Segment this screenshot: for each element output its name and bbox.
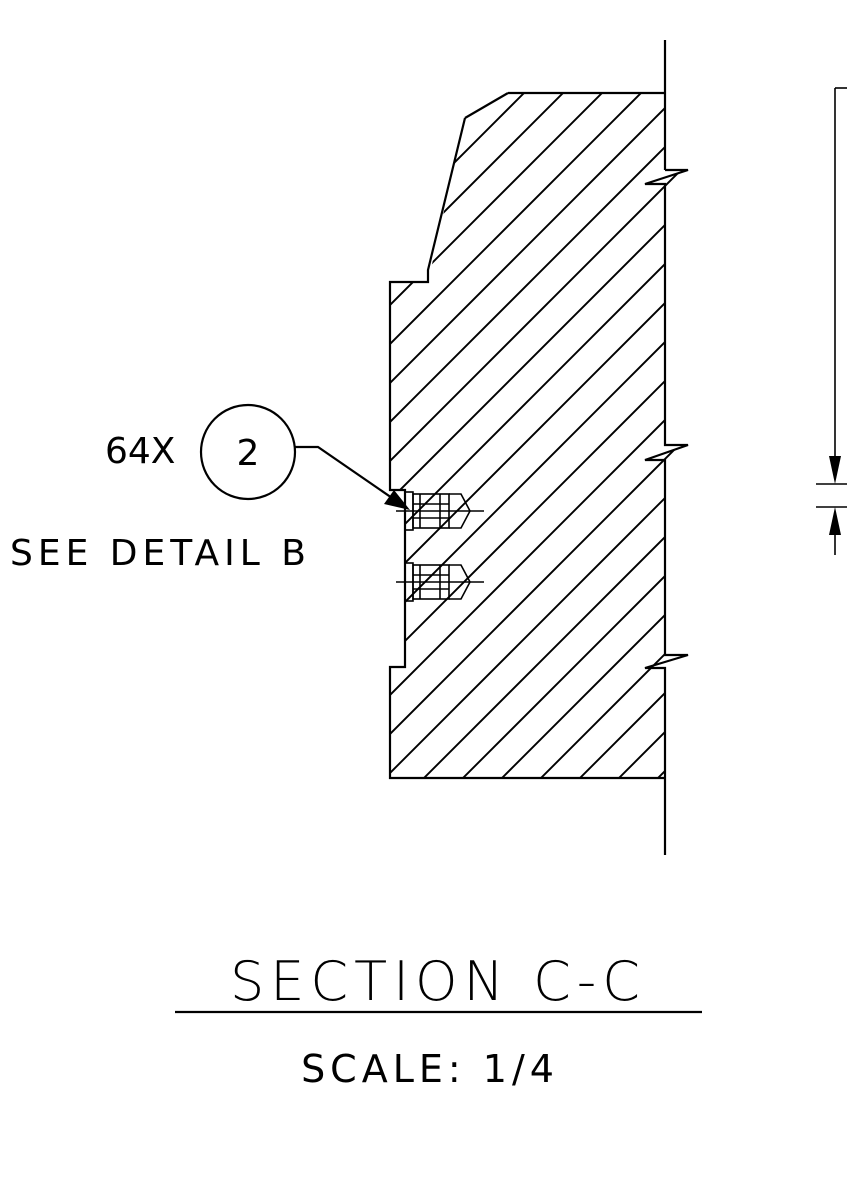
hatch-line: [390, 93, 688, 778]
hatch-line: [390, 93, 688, 778]
part-outline: [388, 91, 665, 780]
hatch-line: [390, 93, 688, 778]
hatch-line: [496, 93, 688, 778]
dimension: [816, 87, 847, 555]
scale-text: SCALE: 1/4: [301, 1047, 559, 1091]
callout-quantity: 64X: [105, 431, 175, 472]
hatch-line: [390, 93, 688, 778]
hatch-line: [390, 93, 657, 778]
callout-reference: SEE DETAIL B: [10, 533, 311, 574]
hatch-line: [574, 93, 688, 778]
hatch-line: [390, 93, 688, 778]
hatch-line: [535, 93, 688, 778]
section-title-text: SECTION C-C: [230, 950, 646, 1013]
hatch-line: [390, 93, 579, 778]
hatch-line: [390, 93, 540, 778]
section-hatching: [390, 93, 688, 778]
leader-arrowhead: [384, 490, 410, 510]
hatch-line: [390, 93, 688, 778]
hatch-line: [390, 93, 688, 778]
item-balloon: [199, 403, 297, 501]
hatch-line: [390, 93, 688, 778]
hatch-line: [390, 93, 688, 778]
fastener-upper: [396, 491, 484, 531]
break-line: [644, 40, 689, 855]
hatch-line: [390, 93, 688, 778]
hatch-line: [390, 93, 688, 778]
hatch-line: [457, 93, 688, 778]
hatch-line: [390, 93, 688, 778]
callout: 64X 2 SEE DETAIL B: [10, 403, 410, 574]
fastener-lower: [396, 562, 484, 602]
section-title: SECTION C-C SCALE: 1/4: [175, 950, 702, 1091]
hatch-line: [390, 93, 688, 778]
callout-item-number: 2: [237, 433, 260, 474]
hatch-line: [390, 93, 688, 778]
hatch-line: [418, 93, 688, 778]
hatch-line: [390, 93, 618, 778]
hatch-line: [390, 93, 688, 778]
leader-line: [295, 445, 396, 501]
hatch-line: [390, 93, 688, 778]
